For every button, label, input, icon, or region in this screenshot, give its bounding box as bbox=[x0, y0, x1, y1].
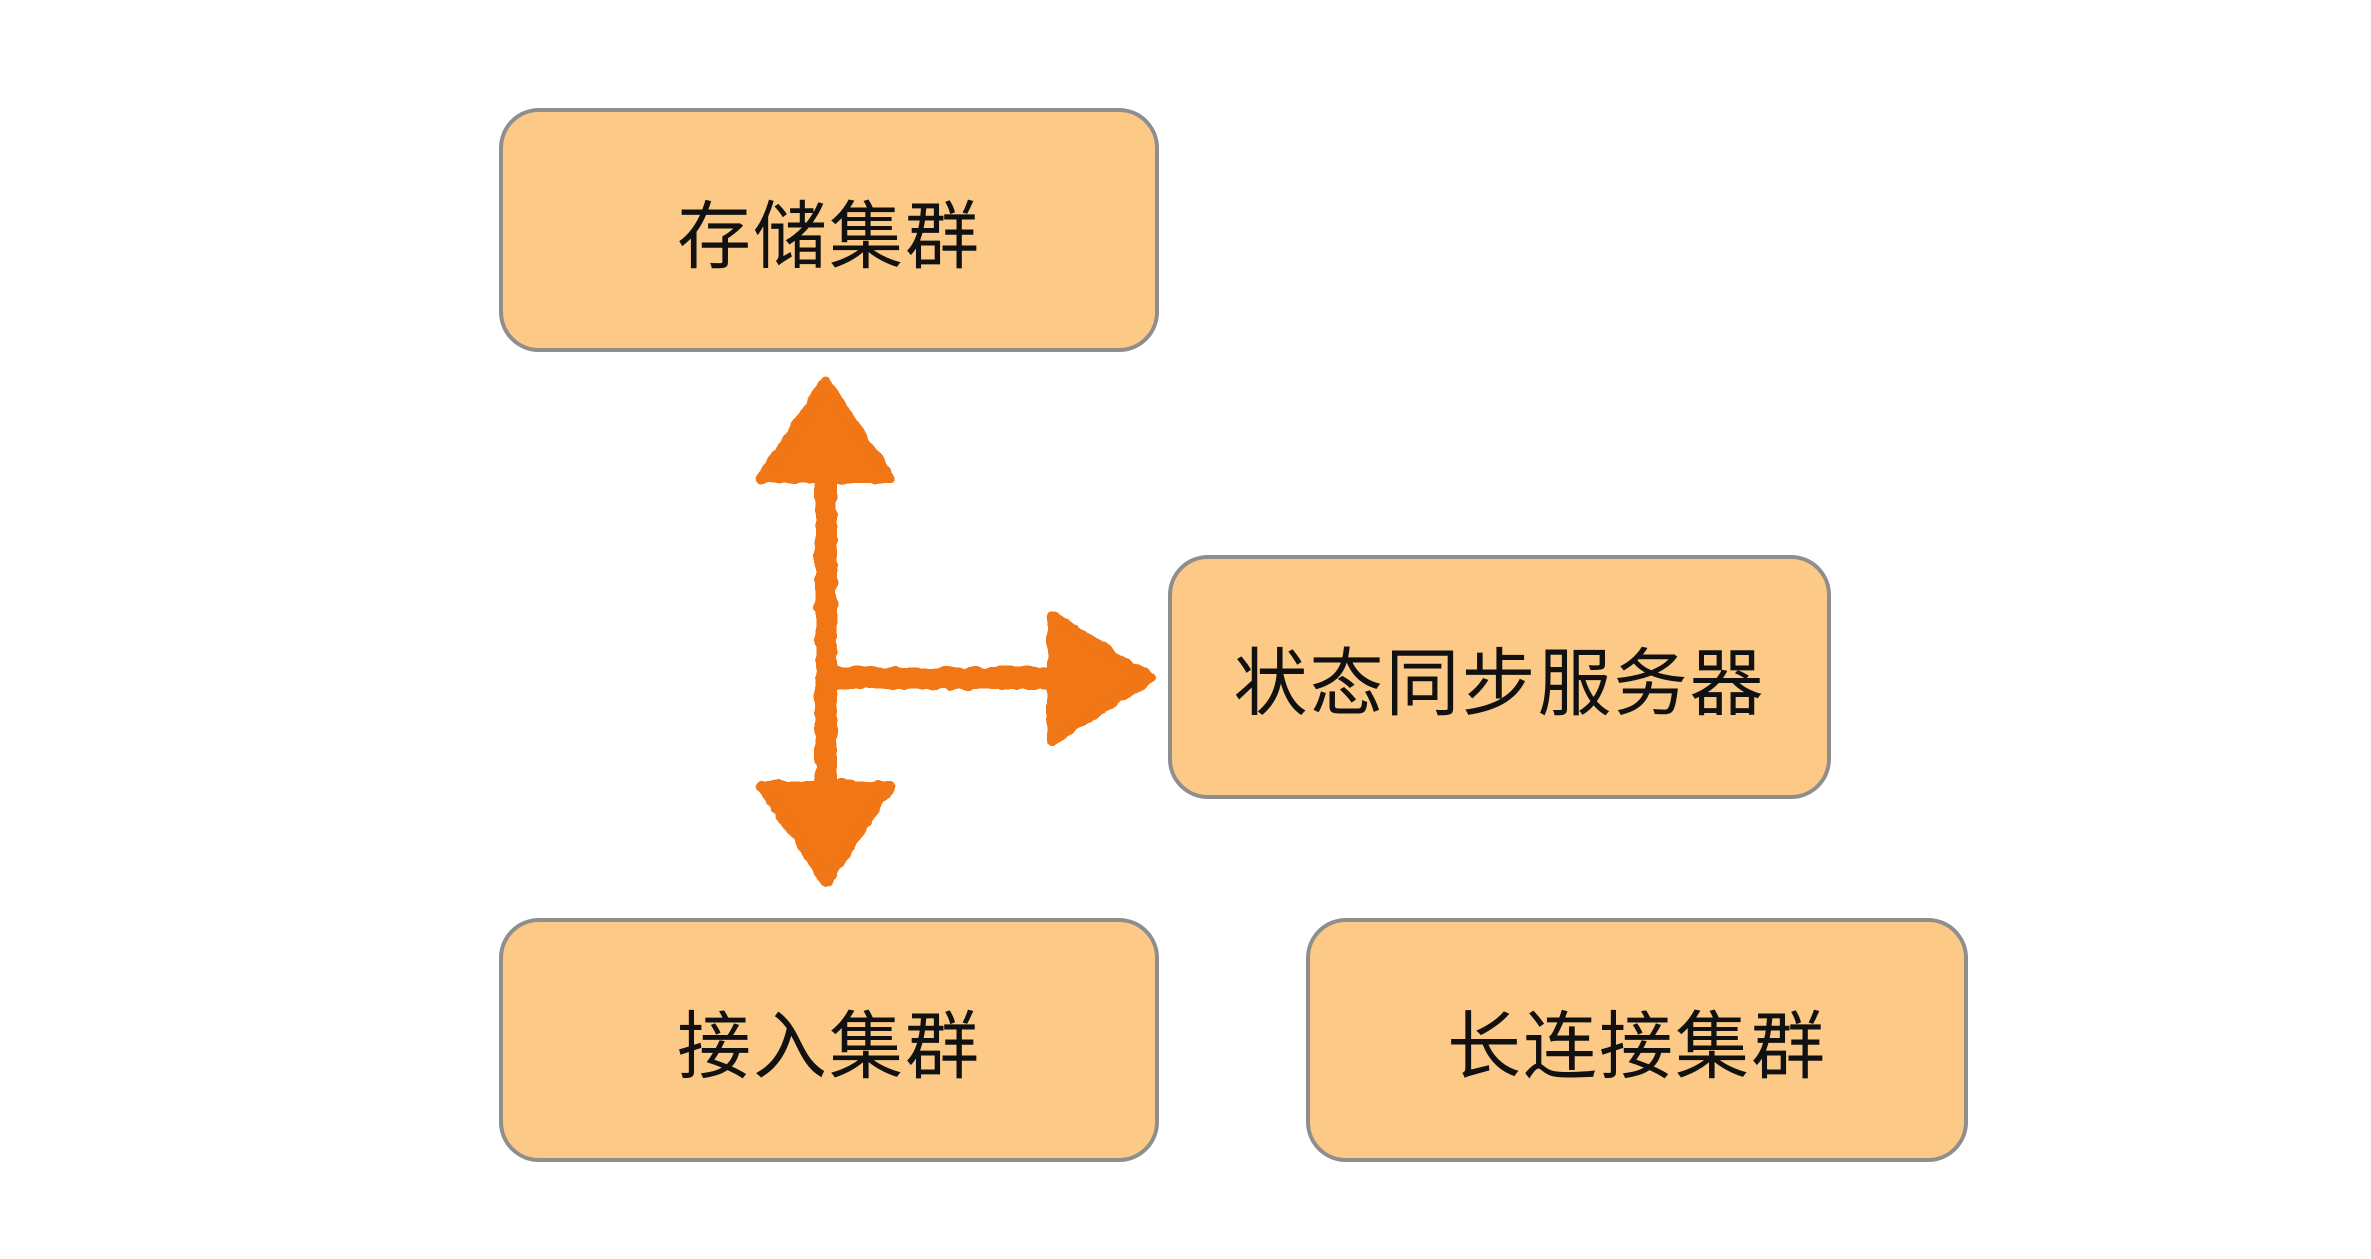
arrowhead-up-to-storage bbox=[757, 377, 895, 483]
long-connection-cluster-node: 长连接集群 bbox=[1306, 918, 1968, 1162]
access-cluster-node: 接入集群 bbox=[499, 918, 1159, 1162]
storage-cluster-label: 存储集群 bbox=[677, 193, 981, 280]
storage-cluster-node: 存储集群 bbox=[499, 108, 1159, 352]
arrowhead-down-to-access bbox=[757, 781, 895, 887]
long-connection-cluster-label: 长连接集群 bbox=[1447, 1003, 1827, 1090]
arrowhead-right-to-state-sync bbox=[1047, 611, 1155, 745]
state-sync-server-node: 状态同步服务器 bbox=[1168, 555, 1831, 799]
access-cluster-label: 接入集群 bbox=[677, 1003, 981, 1090]
state-sync-server-label: 状态同步服务器 bbox=[1233, 640, 1766, 727]
